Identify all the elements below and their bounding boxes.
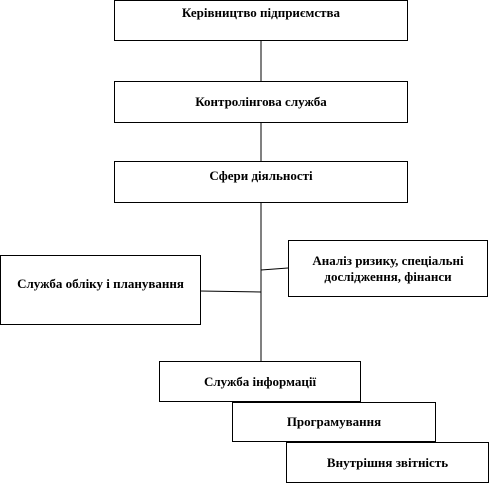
node-programming: Програмування [232,402,436,442]
node-management-label: Керівництво підприємства [181,5,341,20]
node-information-label: Служба інформації [203,373,317,389]
node-risk: Аналіз ризику, спеціальні дослідження, ф… [288,240,488,297]
node-spheres: Сфери діяльності [114,161,408,203]
edge-spheres-accounting [199,290,262,293]
node-controlling: Контролінгова служба [114,81,408,123]
edge-spheres-risk [260,267,289,271]
node-accounting: Служба обліку і планування [0,255,201,325]
node-reporting-label: Внутрішня звітність [326,454,449,470]
node-spheres-label: Сфери діяльності [209,168,313,183]
node-accounting-label: Служба обліку і планування [17,276,184,291]
node-reporting: Внутрішня звітність [286,442,489,483]
node-risk-label: Аналіз ризику, спеціальні дослідження, ф… [312,252,464,284]
node-controlling-label: Контролінгова служба [195,94,327,109]
node-information: Служба інформації [159,361,361,402]
node-management: Керівництво підприємства [114,0,408,41]
node-programming-label: Програмування [286,414,382,429]
